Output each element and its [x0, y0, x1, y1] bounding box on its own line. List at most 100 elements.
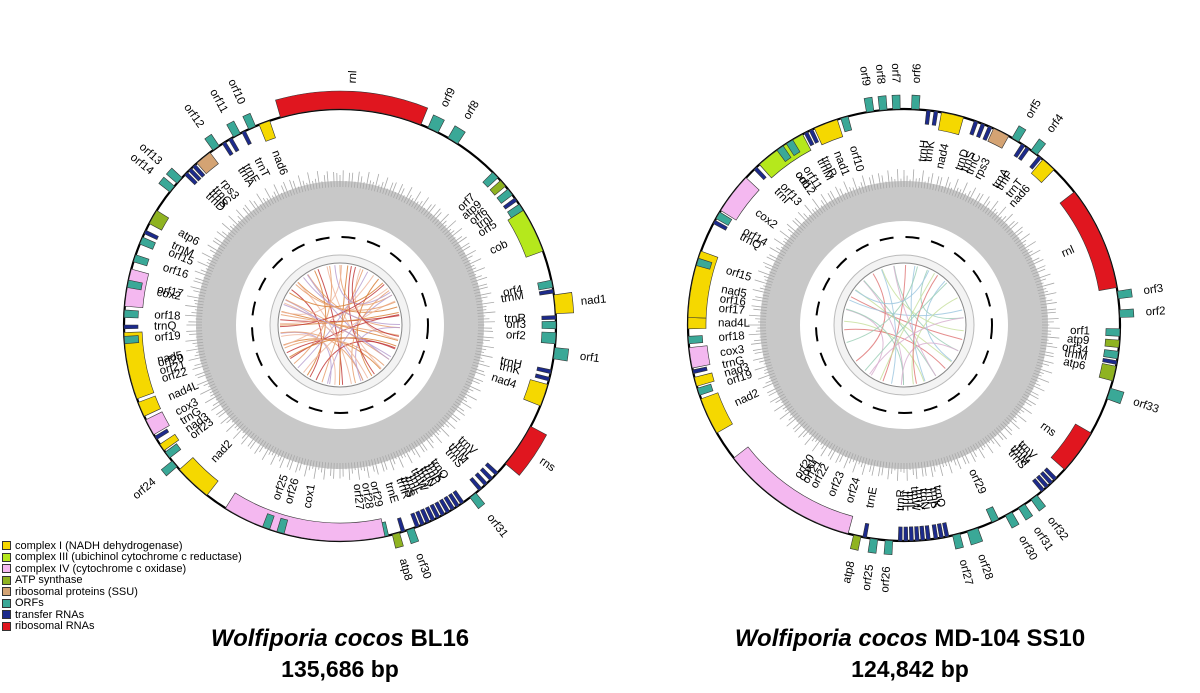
gc-tick	[975, 442, 985, 459]
gc-tick	[980, 196, 990, 211]
gc-tick	[418, 438, 428, 451]
gene-trnC	[982, 125, 993, 141]
gc-tick	[221, 403, 227, 408]
gc-tick	[261, 444, 272, 461]
gc-tick	[476, 301, 495, 306]
gc-tick	[932, 459, 936, 472]
gc-tick	[843, 452, 851, 469]
gc-tick	[1040, 347, 1047, 350]
gc-tick	[989, 432, 1001, 447]
gc-tick	[967, 447, 976, 462]
gc-tick	[440, 419, 450, 428]
gc-tick	[206, 261, 216, 267]
gc-tick	[937, 458, 944, 477]
gene-label: orf2	[506, 329, 527, 342]
gc-tick	[259, 204, 264, 211]
gc-tick	[918, 462, 920, 469]
gc-tick	[1031, 378, 1039, 382]
gc-tick	[460, 391, 477, 401]
gc-tick	[796, 228, 802, 233]
gc-tick	[877, 173, 882, 189]
genome-size: 124,842 bp	[851, 656, 969, 682]
gc-tick	[365, 171, 370, 190]
gc-tick	[769, 254, 782, 262]
repeat-link	[850, 296, 963, 340]
gene-label: trnR	[504, 313, 526, 326]
gc-tick	[1011, 410, 1027, 423]
gc-tick	[218, 408, 231, 418]
gc-tick	[954, 187, 959, 197]
gc-tick	[408, 444, 416, 456]
gc-tick	[192, 341, 204, 345]
gene-label: trnG	[721, 355, 745, 372]
gc-tick	[843, 181, 851, 198]
gc-tick	[411, 442, 421, 458]
gene-label: rnl	[1060, 244, 1077, 260]
gc-tick	[784, 237, 793, 245]
gene-trnC	[192, 164, 206, 178]
gc-tick	[943, 176, 950, 194]
gc-tick	[214, 237, 227, 247]
gene-nad5	[123, 331, 155, 400]
gene-label: orf25	[861, 564, 877, 592]
gc-tick	[996, 427, 1008, 440]
gc-tick	[203, 380, 215, 387]
gc-tick	[359, 176, 363, 189]
gene-trnH	[924, 109, 931, 125]
gene-orf25	[262, 513, 275, 530]
gc-tick	[757, 372, 775, 380]
gene-label: orf28	[975, 553, 995, 582]
gene-label: orf20	[157, 352, 185, 369]
gc-tick	[271, 195, 277, 203]
gc-tick	[812, 209, 819, 218]
gene-trnM	[1036, 474, 1049, 489]
gene-trnM	[143, 229, 159, 240]
gene-label: nad2	[733, 387, 761, 409]
gc-tick	[820, 205, 826, 212]
gene-label: nad1	[580, 293, 607, 307]
gc-tick	[954, 453, 962, 470]
legend-item-complex-iv: complex IV (cytochrome c oxidase)	[2, 563, 262, 575]
gene-nad2	[179, 457, 219, 496]
gc-tick	[356, 171, 360, 189]
gc-tick	[207, 383, 216, 388]
gc-tick	[926, 176, 930, 189]
gc-tick	[835, 448, 843, 463]
gc-tick	[804, 431, 817, 446]
repeat-link	[279, 284, 385, 328]
gc-tick	[390, 453, 396, 465]
gc-tick	[467, 378, 480, 385]
gc-tick	[764, 266, 777, 272]
gc-tick	[379, 456, 385, 472]
gc-tick	[790, 234, 797, 240]
gc-tick	[211, 401, 226, 411]
gene-label: trnM	[1064, 347, 1089, 363]
repeat-link	[297, 282, 352, 384]
gc-tick	[398, 188, 405, 201]
gc-tick	[195, 277, 209, 283]
gene-cob	[507, 210, 544, 258]
gc-tick	[454, 244, 461, 249]
gc-tick	[199, 358, 207, 362]
gc-tick	[312, 460, 315, 469]
gene-label: orf8	[873, 64, 887, 85]
gene-trnG	[692, 366, 708, 374]
gc-tick	[416, 439, 425, 453]
gene-trnK	[936, 523, 944, 539]
gc-tick	[871, 459, 876, 476]
gc-tick	[782, 403, 791, 410]
gene-label: orf24	[844, 476, 863, 505]
gene-label: trnH	[917, 140, 931, 163]
gc-tick	[887, 462, 890, 480]
legend-item-atp-synthase: ATP synthase	[2, 574, 262, 586]
gene-orf3	[541, 320, 557, 330]
gene-label: orf3	[1143, 283, 1164, 298]
gc-tick	[829, 445, 838, 460]
gene-label: orf26	[879, 566, 893, 593]
repeat-link	[881, 269, 964, 332]
gc-tick	[359, 461, 362, 471]
gene-trnY	[434, 501, 446, 517]
gene-label: trnR	[895, 489, 907, 511]
gc-tick	[811, 432, 819, 442]
species-name: Wolfiporia cocos	[734, 625, 928, 652]
